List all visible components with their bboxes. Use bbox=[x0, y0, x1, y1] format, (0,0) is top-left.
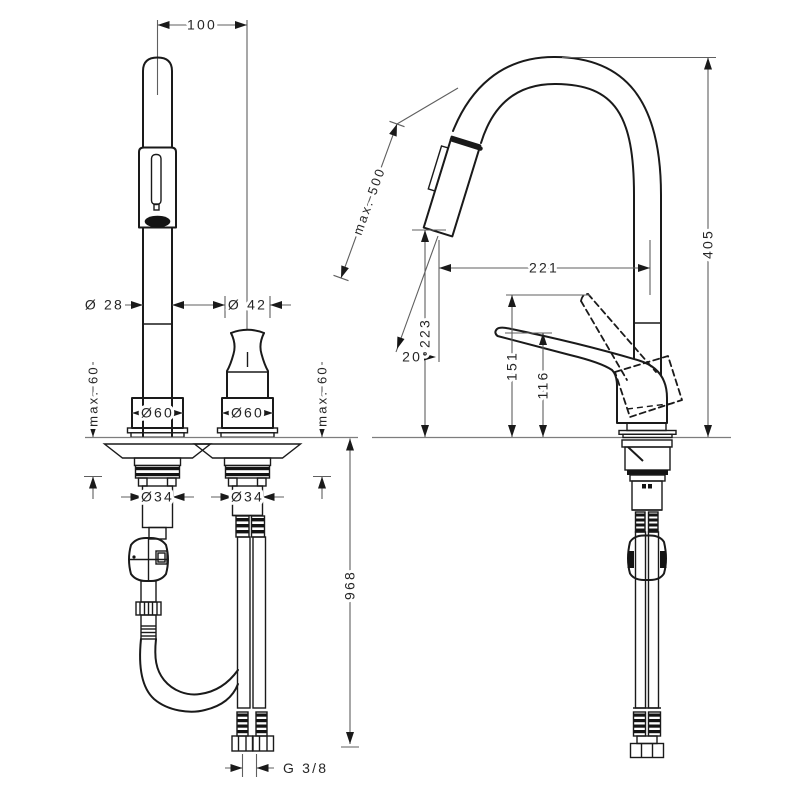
side-view bbox=[333, 55, 731, 759]
label-total-height: 405 bbox=[700, 229, 716, 259]
dim-max-deck-left bbox=[84, 362, 102, 499]
label-top-spacing: 100 bbox=[187, 17, 217, 33]
dim-reach bbox=[438, 240, 651, 362]
hose-weight bbox=[627, 534, 667, 581]
front-supply-hoses bbox=[231, 514, 275, 752]
label-max-deck-left: max. 60 bbox=[86, 365, 101, 427]
label-spout-shank-diameter: Ø34 bbox=[141, 489, 174, 505]
label-max-deck-right: max. 60 bbox=[315, 365, 330, 427]
front-mounting-handle bbox=[192, 443, 303, 517]
label-spray-angle: 20° bbox=[402, 349, 430, 365]
front-mounting-spout bbox=[102, 443, 213, 529]
label-handle-max-height: 151 bbox=[504, 351, 520, 381]
hex-nut bbox=[252, 735, 275, 752]
label-handle-diameter: Ø 42 bbox=[228, 297, 267, 313]
hose-curve-outer bbox=[139, 638, 239, 713]
dim-handle-height bbox=[505, 332, 552, 437]
dim-spray-angle bbox=[395, 235, 439, 361]
dim-total-height bbox=[562, 56, 716, 437]
hex-nut bbox=[231, 735, 254, 752]
dim-hose-length bbox=[341, 438, 359, 748]
side-handle-raised bbox=[580, 293, 683, 418]
label-outlet-height: 223 bbox=[417, 318, 433, 348]
label-handle-height: 116 bbox=[535, 371, 551, 400]
dimension-labels: 100 Ø 28 Ø 42 Ø60 Ø60 max. 60 max. 60 Ø3… bbox=[82, 14, 719, 780]
dim-max-deck-right bbox=[313, 362, 331, 499]
front-view bbox=[84, 20, 359, 777]
dim-connection-thread bbox=[225, 754, 274, 777]
label-handle-base-diameter: Ø60 bbox=[231, 405, 264, 421]
aerator bbox=[144, 215, 171, 228]
check-valve bbox=[128, 537, 169, 582]
hose-curve-inner bbox=[154, 638, 239, 696]
label-spout-diameter: Ø 28 bbox=[85, 297, 124, 313]
spray-clip bbox=[427, 145, 450, 192]
dim-pullout bbox=[333, 87, 459, 282]
side-mounting bbox=[621, 439, 673, 759]
label-handle-shank-diameter: Ø34 bbox=[231, 489, 264, 505]
front-spout bbox=[138, 56, 177, 438]
side-spout bbox=[452, 55, 662, 399]
label-connection-thread: G 3/8 bbox=[283, 760, 328, 776]
dim-outlet-height bbox=[412, 229, 446, 437]
spray-sleeve bbox=[138, 146, 177, 229]
hex-nut bbox=[629, 742, 665, 759]
front-valve-hose bbox=[128, 526, 239, 713]
dim-handle-max-height bbox=[506, 294, 590, 437]
side-handle bbox=[494, 293, 683, 439]
label-pullout-length: max. 500 bbox=[350, 165, 388, 237]
spray-head bbox=[422, 135, 483, 238]
label-spout-reach: 221 bbox=[529, 260, 559, 276]
front-handle bbox=[226, 328, 269, 399]
label-spout-base-diameter: Ø60 bbox=[141, 405, 174, 421]
label-hose-length: 968 bbox=[342, 570, 358, 600]
dim-handle-diameter bbox=[204, 296, 291, 318]
